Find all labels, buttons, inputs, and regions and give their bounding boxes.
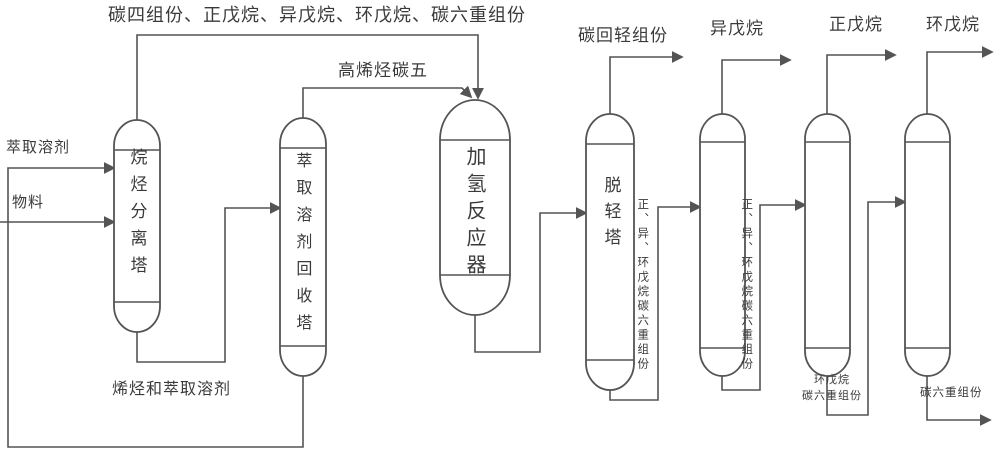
pipe-isopentane-out bbox=[721, 54, 792, 114]
label-extraction-solvent: 萃取溶剂 bbox=[6, 138, 71, 156]
label-cyclopentane-c6-line2: 碳六重组份 bbox=[802, 389, 862, 402]
label-cyclopentane-c6-line1: 环戊烷 bbox=[814, 373, 850, 386]
pipe-olefins-and-solvent bbox=[136, 202, 282, 363]
vessel-isopentane-tower bbox=[699, 113, 746, 377]
pipe-cyclopentane-out bbox=[926, 46, 994, 114]
label-de-lightening-tower: 脱轻塔 bbox=[600, 176, 621, 254]
vessel-alkane-separation-tower bbox=[113, 119, 161, 333]
label-pentanes-c6-heavy-1: 正、异、环戊烷碳六重组份 bbox=[636, 198, 651, 372]
vessel-hydrogenation-reactor bbox=[439, 99, 511, 316]
pipe-c6-heavy-out bbox=[926, 376, 992, 426]
label-olefins-and-solvent: 烯烃和萃取溶剂 bbox=[112, 379, 232, 398]
label-pentanes-c6-heavy-2: 正、异、环戊烷碳六重组份 bbox=[740, 198, 755, 372]
vessel-cyclopentane-tower bbox=[904, 113, 951, 377]
label-cyclopentane: 环戊烷 bbox=[926, 15, 980, 35]
label-hydrogenation-reactor: 加氢反应器 bbox=[463, 146, 487, 281]
pipe-npentane-out bbox=[826, 49, 897, 114]
label-high-olefin-c5: 高烯烃碳五 bbox=[338, 61, 428, 81]
pipe-reactor-to-delightening bbox=[474, 207, 588, 353]
label-light-recycle: 碳回轻组份 bbox=[578, 26, 668, 46]
pipe-top-mixture-to-reactor bbox=[136, 34, 484, 120]
label-alkane-separation-tower: 烷烃分离塔 bbox=[126, 148, 147, 283]
label-solvent-recovery-tower: 萃取溶剂回收塔 bbox=[293, 152, 313, 341]
vessel-solvent-recovery-tower bbox=[279, 117, 327, 377]
label-isopentane: 异戊烷 bbox=[710, 19, 764, 39]
pipe-light-recycle-out bbox=[609, 51, 684, 114]
pipe-heavy-to-npentane-tower bbox=[721, 199, 807, 391]
pipe-heavy-to-cyclopentane-tower bbox=[826, 196, 907, 416]
vessel-npentane-tower bbox=[804, 113, 851, 377]
label-feed: 物料 bbox=[12, 193, 45, 211]
pipe-high-olefin-c5-to-reactor bbox=[302, 85, 473, 118]
label-n-pentane: 正戊烷 bbox=[829, 15, 883, 35]
pipe-solvent-recycle bbox=[7, 162, 304, 448]
pipe-heavy-to-isopentane-tower bbox=[609, 201, 702, 401]
vessel-de-lightening-tower bbox=[585, 113, 635, 391]
label-c6-heavy: 碳六重组份 bbox=[920, 385, 983, 399]
label-top-mixture: 碳四组份、正戊烷、异戊烷、环戊烷、碳六重组份 bbox=[108, 5, 526, 26]
